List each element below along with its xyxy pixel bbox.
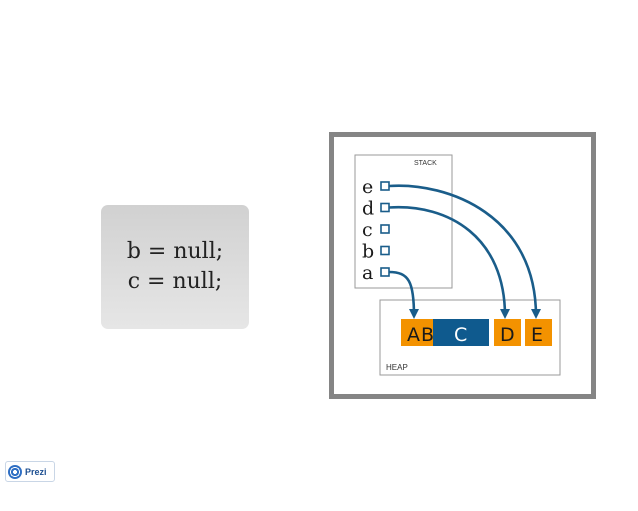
stack-slot-a: [380, 267, 390, 277]
stack-box: [354, 154, 453, 289]
stack-slot-c: [380, 224, 390, 234]
stack-label: STACK: [414, 160, 437, 167]
code-line-2: c = null;: [127, 269, 223, 294]
code-line-1: b = null;: [126, 239, 224, 264]
heap-object-a: [401, 319, 427, 346]
pointer-a-to-a: [388, 270, 419, 319]
stack-var-d: d: [362, 198, 374, 220]
stack-var-b: b: [362, 241, 374, 263]
pointer-e-to-e: [388, 184, 541, 319]
stack-var-e: e: [362, 176, 373, 198]
heap-object-label-d: D: [500, 324, 515, 346]
pointer-d-to-d: [388, 205, 510, 319]
memory-frame: [329, 132, 596, 399]
stack-var-a: a: [362, 262, 373, 284]
heap-object-label-e: E: [531, 324, 543, 346]
heap-object-label-b: B: [421, 324, 434, 346]
stack-var-c: c: [362, 219, 373, 241]
prezi-logo-icon: [8, 464, 22, 479]
prezi-badge[interactable]: Prezi: [5, 461, 55, 482]
stack-slot-b: [380, 245, 390, 256]
stack-slot-d: [380, 202, 390, 213]
prezi-label: Prezi: [25, 466, 47, 477]
heap-label: HEAP: [386, 363, 408, 372]
reference-arrows: [388, 184, 541, 319]
heap-object-label-a: A: [407, 324, 420, 346]
stack-slot-e: [380, 181, 390, 191]
code-snippet-box: b = null; c = null;: [101, 205, 249, 329]
heap-object-label-c: C: [454, 324, 467, 346]
heap-object-b: [427, 319, 433, 346]
heap-object-d: [494, 319, 521, 346]
heap-object-e: [525, 319, 552, 346]
